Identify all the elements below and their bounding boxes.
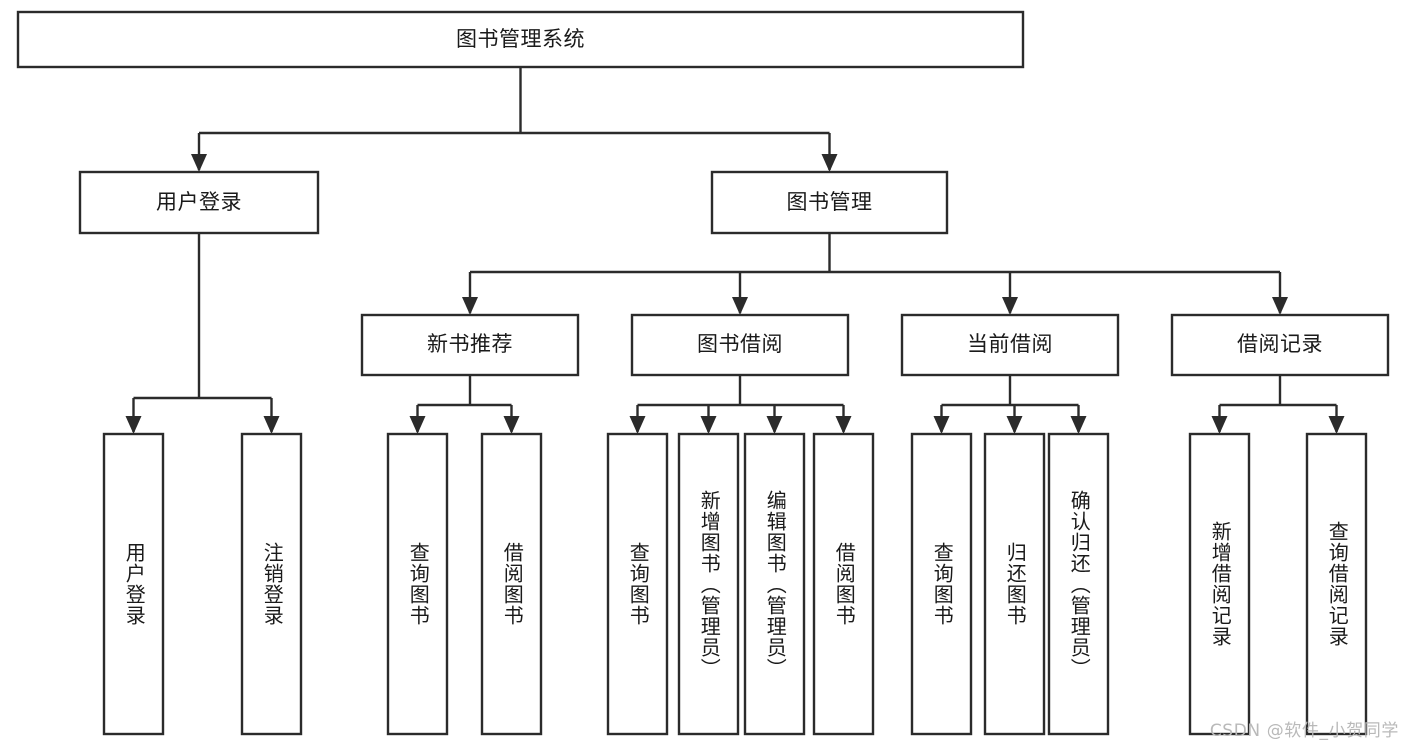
arrow-head-icon-mgr-2: [1002, 297, 1018, 315]
node-leaf-box-10[interactable]: [1047, 432, 1110, 736]
node-level3-box-2[interactable]: [900, 313, 1120, 377]
node-level3-box-0[interactable]: [360, 313, 580, 377]
arrow-head-icon-图书借阅-3: [835, 416, 852, 434]
node-leaf-box-1[interactable]: [240, 432, 303, 736]
arrow-head-icon-mgr-1: [732, 297, 748, 315]
node-leaf-box-6[interactable]: [743, 432, 806, 736]
node-level2-box-0[interactable]: [78, 170, 320, 235]
node-leaf-box-2[interactable]: [386, 432, 449, 736]
node-leaf-box-11[interactable]: [1188, 432, 1251, 736]
arrow-head-icon-root-0: [191, 154, 207, 172]
arrow-head-icon-当前借阅-1: [1006, 416, 1023, 434]
arrow-head-icon-图书借阅-2: [766, 416, 783, 434]
node-root-box[interactable]: [16, 10, 1025, 69]
arrow-head-icon-root-1: [821, 154, 838, 172]
arrow-head-icon-借阅记录-0: [1211, 416, 1228, 434]
node-level3-box-3[interactable]: [1170, 313, 1390, 377]
arrow-head-icon-图书借阅-1: [700, 416, 717, 434]
arrow-head-icon-图书借阅-0: [629, 416, 646, 434]
node-leaf-box-8[interactable]: [910, 432, 973, 736]
node-leaf-box-7[interactable]: [812, 432, 875, 736]
arrow-head-icon-当前借阅-0: [933, 416, 950, 434]
arrow-head-icon-mgr-3: [1272, 297, 1288, 315]
arrow-head-icon-mgr-0: [462, 297, 478, 315]
arrow-head-icon-新书推荐-1: [503, 416, 520, 434]
node-leaf-box-5[interactable]: [677, 432, 740, 736]
node-level3-box-1[interactable]: [630, 313, 850, 377]
node-level2-box-1[interactable]: [710, 170, 949, 235]
node-leaf-box-3[interactable]: [480, 432, 543, 736]
node-leaf-box-12[interactable]: [1305, 432, 1368, 736]
arrow-head-icon-当前借阅-2: [1070, 416, 1087, 434]
arrow-head-icon-用户登录-0: [125, 416, 142, 434]
node-leaf-box-9[interactable]: [983, 432, 1046, 736]
arrow-head-icon-新书推荐-0: [409, 416, 426, 434]
node-leaf-box-0[interactable]: [102, 432, 165, 736]
node-leaf-box-4[interactable]: [606, 432, 669, 736]
arrow-head-icon-用户登录-1: [263, 416, 280, 434]
arrow-head-icon-借阅记录-1: [1328, 416, 1345, 434]
